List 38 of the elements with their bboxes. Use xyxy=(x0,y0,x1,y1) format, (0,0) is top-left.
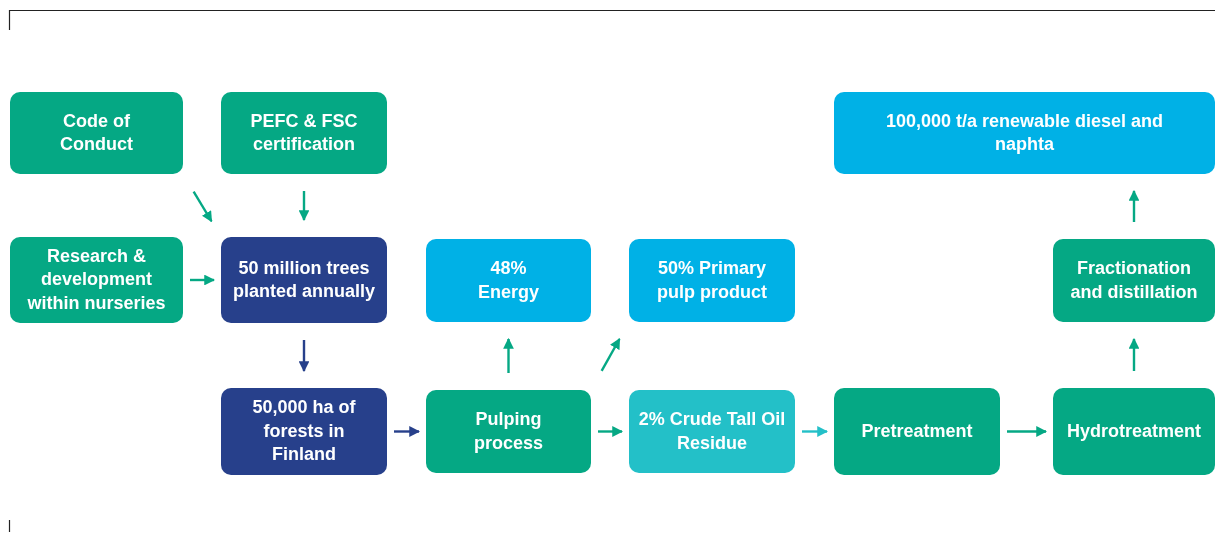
arrow xyxy=(394,426,421,437)
box-label: Fractionation and distillation xyxy=(1069,257,1199,304)
arrow xyxy=(600,338,621,372)
box-label: PEFC & FSC certification xyxy=(249,109,359,156)
arrow xyxy=(192,191,213,223)
box-label: 50% Primary pulp product xyxy=(656,257,768,304)
arrow xyxy=(598,426,624,437)
box-label: Research & development within nurseries xyxy=(26,244,167,315)
arrow xyxy=(1007,426,1048,437)
process-box xyxy=(834,388,1000,475)
box-label: Pulping process xyxy=(472,408,544,455)
process-box xyxy=(629,390,795,473)
arrow xyxy=(802,426,829,437)
box-label: Code of Conduct xyxy=(59,109,134,156)
box-label: 50 million trees planted annually xyxy=(232,256,376,303)
arrow xyxy=(298,191,310,222)
process-box xyxy=(221,92,387,174)
process-box xyxy=(426,239,591,322)
process-box xyxy=(221,388,387,475)
box-label: 2% Crude Tall Oil Residue xyxy=(637,408,787,455)
process-box xyxy=(426,390,591,473)
arrow xyxy=(503,337,514,373)
box-label: 48% Energy xyxy=(477,257,540,304)
arrow xyxy=(1128,189,1140,222)
arrow xyxy=(298,340,310,373)
process-box xyxy=(221,237,387,323)
box-label: Hydrotreatment xyxy=(1067,419,1201,443)
process-box xyxy=(10,92,183,174)
arrow xyxy=(190,274,216,286)
process-box xyxy=(1053,239,1215,322)
process-box xyxy=(1053,388,1215,475)
process-box xyxy=(10,237,183,323)
process-box xyxy=(629,239,795,322)
box-label: 50,000 ha of forests in Finland xyxy=(251,396,357,467)
box-label: 100,000 t/a renewable diesel and naphta xyxy=(884,109,1165,156)
box-label: Pretreatment xyxy=(861,419,973,443)
process-box xyxy=(834,92,1215,174)
arrow xyxy=(1128,337,1140,371)
